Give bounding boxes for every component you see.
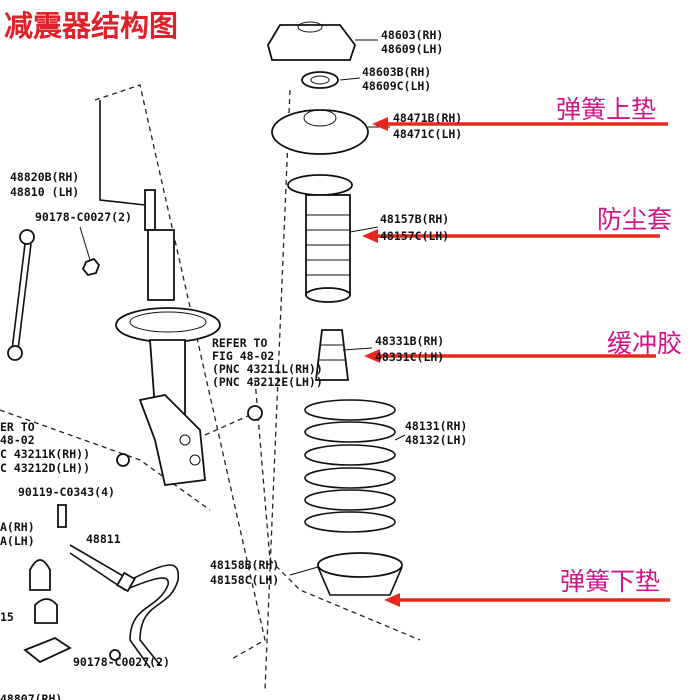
part-number: 48132(LH) — [405, 433, 467, 447]
part-number: 48609(LH) — [381, 42, 443, 56]
part-number: 48158B(RH) — [210, 558, 279, 572]
refer-note: C 43212D(LH)) — [0, 461, 90, 475]
label-upper-seat: 弹簧上垫 — [556, 95, 656, 124]
part-number: 48131(RH) — [405, 419, 467, 433]
refer-note: C 43211K(RH)) — [0, 447, 90, 461]
assembly-guide-lines — [0, 84, 421, 691]
part-number: 48820B(RH) — [10, 170, 79, 184]
part-number: 48158C(LH) — [210, 573, 279, 587]
part-number: 15 — [0, 610, 14, 624]
diagram-title: 减震器结构图 — [4, 9, 178, 43]
part-number: 48331B(RH) — [375, 334, 444, 348]
part-number: 90178-C0027(2) — [35, 210, 132, 224]
part-number: 48157C(LH) — [380, 229, 449, 243]
part-number: 48331C(LH) — [375, 350, 444, 364]
strut-assembly — [99, 100, 221, 486]
part-number: 48810 (LH) — [10, 185, 79, 199]
label-bump-stop: 缓冲胶 — [607, 329, 682, 358]
label-dust-boot: 防尘套 — [597, 205, 672, 234]
part-number: 48471C(LH) — [393, 127, 462, 141]
part-number: 48603B(RH) — [362, 65, 431, 79]
part-number: 48811 — [86, 532, 121, 546]
part-number: 48471B(RH) — [393, 111, 462, 125]
label-lower-seat: 弹簧下垫 — [560, 567, 660, 596]
refer-note: REFER TO — [212, 336, 267, 350]
part-number: 48157B(RH) — [380, 212, 449, 226]
refer-note: (PNC 43211L(RH)) — [212, 362, 323, 376]
part-number: 90119-C0343(4) — [18, 485, 115, 499]
right-parts — [267, 21, 406, 596]
part-number: 48609C(LH) — [362, 79, 431, 93]
part-number: A(RH) — [0, 520, 35, 534]
refer-note: ER TO — [0, 420, 35, 434]
part-number: 48603(RH) — [381, 28, 443, 42]
coil-spring — [304, 399, 396, 533]
part-number: 90178-C0027(2) — [73, 655, 170, 669]
refer-note: (PNC 43212E(LH)) — [212, 375, 323, 389]
refer-note: 48-02 — [0, 433, 35, 447]
annotation-arrows — [362, 117, 670, 607]
stabilizer-link — [7, 226, 101, 361]
stabilizer-bar — [23, 405, 263, 669]
part-number: 48807(RH) — [0, 692, 62, 700]
refer-note: FIG 48-02 — [212, 349, 274, 363]
part-number: A(LH) — [0, 534, 35, 548]
